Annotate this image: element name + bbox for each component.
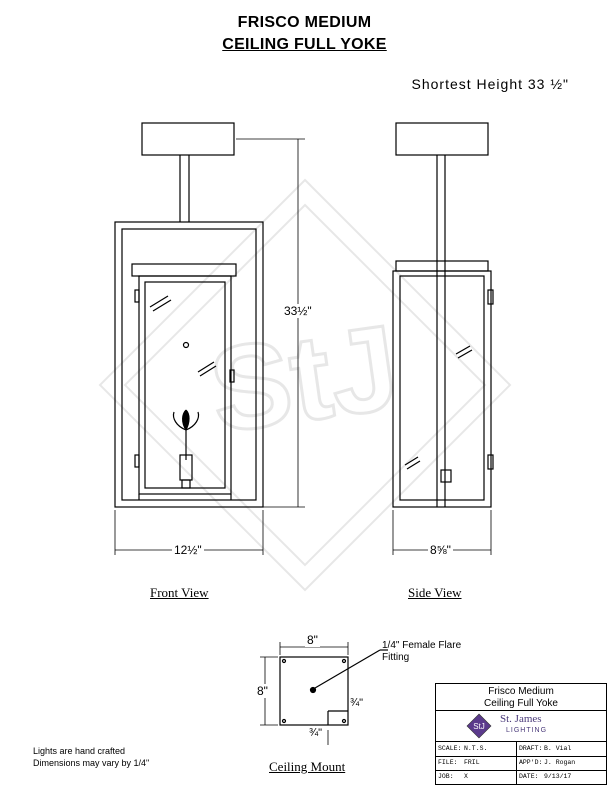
company-logo: StJ St. James LIGHTING (436, 711, 606, 742)
appd-value: J. Rogan (544, 759, 576, 766)
svg-text:StJ: StJ (202, 300, 406, 459)
draft-value: B. Vial (544, 745, 572, 752)
drawing-subtitle: CEILING FULL YOKE (222, 36, 387, 53)
shortest-height-note: Shortest Height 33 ½" (411, 76, 569, 92)
company-name: St. James (500, 713, 542, 725)
front-view-drawing (114, 122, 264, 508)
draft-label: DRAFT: (519, 745, 543, 752)
ceiling-mount-drawing (279, 649, 388, 726)
job-label: JOB: (438, 773, 454, 780)
side-view-label: Side View (408, 585, 462, 600)
title-block-name-line1: Frisco Medium (488, 686, 554, 697)
ceiling-mount-label: Ceiling Mount (269, 759, 346, 774)
notes: Lights are hand crafted Dimensions may v… (33, 745, 149, 769)
job-value: X (464, 773, 468, 780)
fitting-callout: 1/4" Female Flare Fitting (382, 640, 461, 664)
note-hand-crafted: Lights are hand crafted (33, 746, 126, 756)
file-value: FRIL (464, 759, 480, 766)
fitting-callout-line2: Fitting (382, 652, 410, 663)
scale-label: SCALE: (438, 745, 462, 752)
watermark-logo: StJ (98, 178, 512, 592)
title-block-name-line2: Ceiling Full Yoke (484, 698, 558, 709)
front-width-label: 12½" (172, 543, 204, 557)
appd-label: APP'D: (519, 759, 543, 766)
front-height-dimension (236, 138, 305, 508)
fitting-callout-line1: 1/4" Female Flare (382, 640, 462, 651)
side-view-drawing (392, 122, 494, 508)
title-block-name: Frisco Medium Ceiling Full Yoke (436, 684, 606, 711)
note-dimensions: Dimensions may vary by 1/4" (33, 758, 150, 768)
company-logo-icon: StJ (466, 713, 492, 739)
side-width-label: 8⅝" (428, 543, 453, 557)
title-block-row-scale: SCALE: N.T.S. DRAFT: B. Vial (436, 742, 606, 757)
date-label: DATE: (519, 773, 539, 780)
mount-width-label: 8" (305, 633, 320, 647)
title-block: Frisco Medium Ceiling Full Yoke StJ St. … (435, 683, 607, 785)
title-block-row-file: FILE: FRIL APP'D: J. Rogan (436, 756, 606, 771)
date-value: 9/13/17 (544, 773, 572, 780)
scale-value: N.T.S. (464, 745, 488, 752)
mount-height-label: 8" (255, 684, 270, 698)
file-label: FILE: (438, 759, 458, 766)
offset-y-label: ¾" (309, 727, 323, 739)
company-subtitle: LIGHTING (506, 727, 548, 734)
title-block-row-job: JOB: X DATE: 9/13/17 (436, 770, 606, 784)
front-height-label: 33½" (282, 304, 314, 318)
front-view-label: Front View (150, 585, 209, 600)
drawing-title: FRISCO MEDIUM (237, 14, 372, 31)
svg-text:StJ: StJ (473, 722, 485, 731)
offset-x-label: ¾" (350, 697, 364, 709)
